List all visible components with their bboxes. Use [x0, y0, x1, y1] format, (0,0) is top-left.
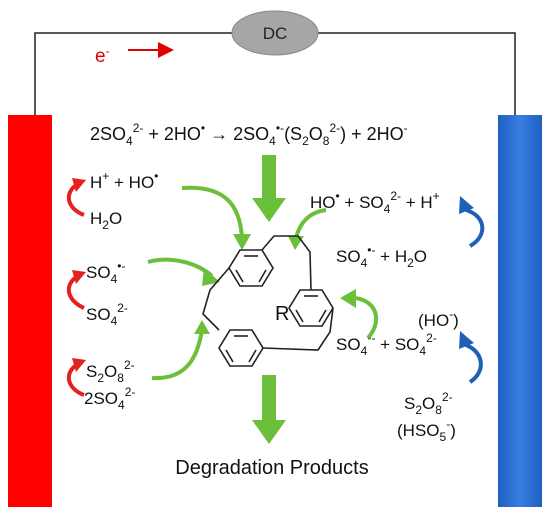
left-r3-top: S2O82-	[86, 358, 135, 385]
left-r2-top: SO4•-	[86, 259, 125, 286]
blue-arrowheads	[459, 196, 474, 349]
left-r3-bottom: 2SO42-	[84, 385, 135, 412]
right-r1-top: HO• + SO42- + H+	[310, 189, 440, 216]
electron-label: e-	[95, 44, 110, 67]
right-r2-paren: (HO-)	[418, 307, 459, 330]
anode-electrode	[8, 115, 52, 507]
right-r3-bottom: (HSO5-)	[397, 417, 456, 444]
red-arrowheads	[72, 178, 86, 372]
left-r2-bottom: SO42-	[86, 301, 128, 328]
dc-source: DC	[231, 10, 319, 56]
molecule-label: R	[275, 303, 289, 325]
electron-flow: e-	[95, 42, 174, 67]
green-arrow-down-bottom	[252, 375, 286, 444]
green-arrow-down-top	[252, 155, 286, 222]
molecule-structure	[202, 235, 334, 367]
right-r1-bottom: SO4•- + H2O	[336, 243, 427, 270]
circuit-wire	[34, 32, 516, 120]
left-r1-bottom: H2O	[90, 209, 122, 232]
cathode-electrode	[498, 115, 542, 507]
products-label: Degradation Products	[175, 457, 368, 479]
left-r1-top: H+ + HO•	[90, 169, 158, 192]
right-r2-main: SO4•- + SO42-	[336, 331, 437, 358]
dc-label: DC	[263, 24, 288, 43]
top-equation: 2SO42- + 2HO• → 2SO4•-(S2O82-) + 2HO-	[90, 121, 408, 148]
right-r3-top: S2O82-	[404, 390, 453, 417]
blue-curved-arrows	[465, 208, 485, 384]
green-arrowheads	[194, 234, 356, 334]
